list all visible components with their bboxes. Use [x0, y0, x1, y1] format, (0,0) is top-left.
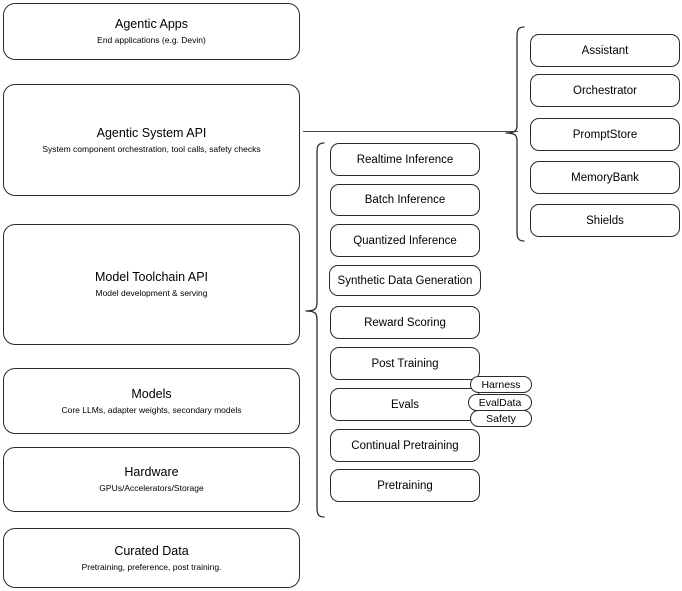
brace-agentic-components — [505, 26, 525, 242]
layer-box-curated-data[interactable]: Curated Data Pretraining, preference, po… — [3, 528, 300, 588]
layer-subtitle: Core LLMs, adapter weights, secondary mo… — [61, 404, 242, 415]
layer-box-agentic-apps[interactable]: Agentic Apps End applications (e.g. Devi… — [3, 3, 300, 60]
item-box-continual-pretraining[interactable]: Continual Pretraining — [330, 429, 480, 462]
item-box-batch-inference[interactable]: Batch Inference — [330, 184, 480, 216]
layer-box-hardware[interactable]: Hardware GPUs/Accelerators/Storage — [3, 447, 300, 512]
item-box-quantized-inference[interactable]: Quantized Inference — [330, 224, 480, 257]
layer-title: Models — [131, 386, 172, 401]
layer-title: Hardware — [124, 465, 179, 479]
item-box-pretraining[interactable]: Pretraining — [330, 469, 480, 502]
tag-pill-safety[interactable]: Safety — [470, 410, 532, 427]
item-box-memorybank[interactable]: MemoryBank — [530, 161, 680, 194]
item-box-promptstore[interactable]: PromptStore — [530, 118, 680, 151]
connector-agentic-system-to-components — [303, 131, 518, 133]
brace-toolchain — [305, 142, 325, 518]
layer-subtitle: GPUs/Accelerators/Storage — [99, 483, 204, 493]
layer-box-agentic-system-api[interactable]: Agentic System API System component orch… — [3, 84, 300, 196]
layer-box-model-toolchain-api[interactable]: Model Toolchain API Model development & … — [3, 224, 300, 345]
item-box-reward-scoring[interactable]: Reward Scoring — [330, 306, 480, 339]
tag-pill-harness[interactable]: Harness — [470, 376, 532, 393]
layer-title: Model Toolchain API — [94, 270, 209, 284]
item-box-evals[interactable]: Evals — [330, 388, 480, 421]
layer-subtitle: System component orchestration, tool cal… — [42, 143, 261, 154]
item-box-post-training[interactable]: Post Training — [330, 347, 480, 380]
layer-subtitle: Model development & serving — [95, 288, 208, 298]
item-box-orchestrator[interactable]: Orchestrator — [530, 74, 680, 107]
layer-title: Agentic System API — [96, 125, 207, 140]
item-box-assistant[interactable]: Assistant — [530, 34, 680, 67]
layer-box-models[interactable]: Models Core LLMs, adapter weights, secon… — [3, 368, 300, 434]
layer-title: Agentic Apps — [115, 17, 188, 31]
tag-pill-evaldata[interactable]: EvalData — [468, 394, 532, 411]
layer-subtitle: Pretraining, preference, post training. — [81, 561, 222, 572]
layer-title: Curated Data — [114, 543, 189, 558]
item-box-realtime-inference[interactable]: Realtime Inference — [330, 143, 480, 176]
item-box-synthetic-data-generation[interactable]: Synthetic Data Generation — [329, 265, 481, 296]
layer-subtitle: End applications (e.g. Devin) — [97, 35, 206, 45]
item-box-shields[interactable]: Shields — [530, 204, 680, 237]
